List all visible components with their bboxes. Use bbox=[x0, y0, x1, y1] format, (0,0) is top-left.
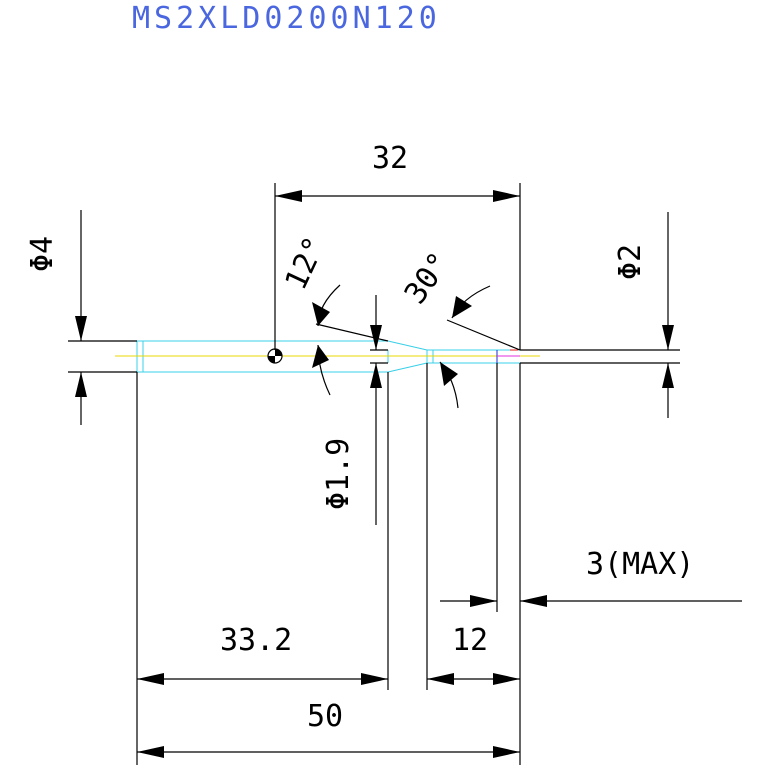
dim-neck-length: 32 bbox=[274, 141, 521, 350]
dim-taper-angle: 12° bbox=[279, 231, 389, 396]
dim-tip-diameter: Φ2 bbox=[520, 212, 680, 418]
dim-flute-length: 12 bbox=[427, 623, 520, 685]
dim-max-depth-label: 3(MAX) bbox=[586, 547, 694, 582]
dim-tip-angle: 30° bbox=[398, 246, 521, 409]
part-number-title: MS2XLD0200N120 bbox=[132, 1, 441, 36]
dim-tip-diameter-label: Φ2 bbox=[613, 244, 648, 280]
dim-shank-diameter: Φ4 bbox=[25, 210, 137, 425]
dim-taper-angle-label: 12° bbox=[279, 231, 334, 295]
dim-flute-length-label: 12 bbox=[452, 623, 488, 658]
dim-tip-angle-label: 30° bbox=[398, 246, 458, 310]
dim-shank-length: 33.2 bbox=[137, 623, 388, 685]
dim-neck-diameter-label: Φ1.9 bbox=[321, 438, 356, 510]
datum-marker-icon bbox=[267, 348, 283, 364]
dim-overall-length: 50 bbox=[137, 699, 520, 758]
dim-neck-length-label: 32 bbox=[372, 141, 408, 176]
dim-max-depth: 3(MAX) bbox=[440, 547, 742, 607]
dim-neck-diameter: Φ1.9 bbox=[321, 295, 388, 525]
dim-shank-length-label: 33.2 bbox=[220, 623, 292, 658]
dim-shank-diameter-label: Φ4 bbox=[25, 236, 60, 272]
dim-overall-length-label: 50 bbox=[307, 699, 343, 734]
